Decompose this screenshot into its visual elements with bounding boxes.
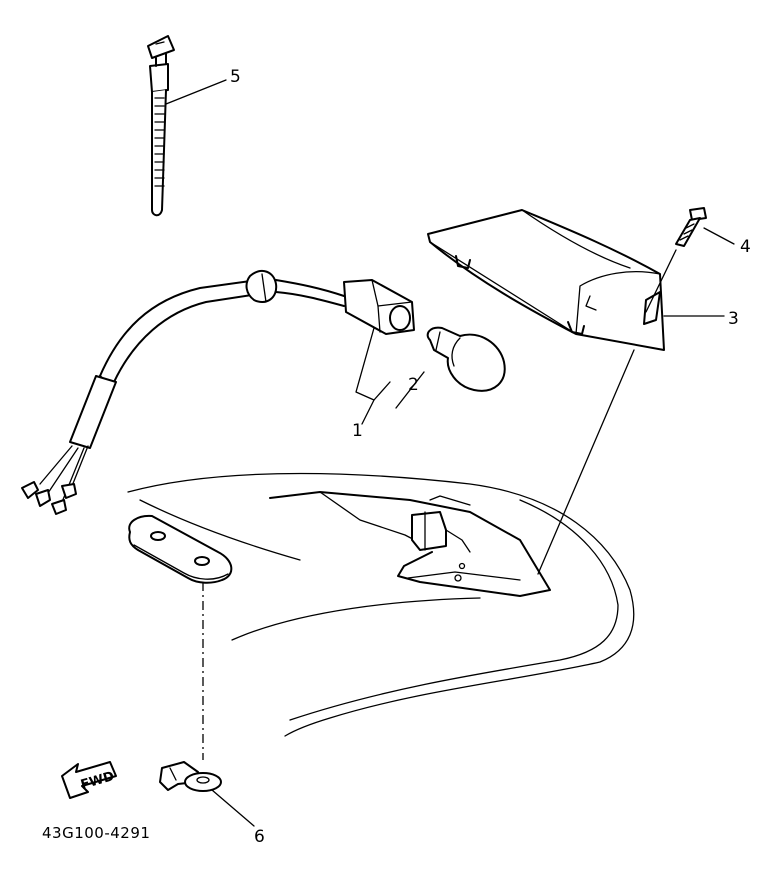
callout-6: 6 bbox=[254, 827, 265, 847]
callout-2: 2 bbox=[408, 375, 419, 395]
cable-tie-part bbox=[147, 35, 175, 217]
callout-5: 5 bbox=[230, 67, 241, 87]
fwd-arrow-icon: FWD bbox=[61, 761, 117, 799]
screw-to-lens-leader bbox=[645, 249, 677, 313]
lens-cover-part bbox=[427, 209, 665, 351]
lens-to-recess-leader bbox=[537, 349, 635, 575]
callout-1-leader bbox=[361, 399, 375, 425]
clip-washer-part bbox=[159, 761, 222, 792]
callout-6-leader bbox=[211, 789, 255, 827]
callout-1-bracket bbox=[355, 327, 391, 401]
rear-fender-body bbox=[127, 472, 635, 737]
callout-3: 3 bbox=[728, 309, 739, 329]
mounting-pad bbox=[128, 514, 233, 584]
callout-4-leader bbox=[703, 227, 735, 245]
wire-harness-part bbox=[21, 269, 415, 515]
diagram-code: 43G100-4291 bbox=[42, 824, 150, 842]
callout-1: 1 bbox=[352, 421, 363, 441]
callout-5-leader bbox=[165, 79, 227, 105]
callout-4: 4 bbox=[740, 237, 751, 257]
bulb-part bbox=[426, 326, 506, 392]
screw-part bbox=[675, 207, 707, 247]
callout-2-leader bbox=[395, 371, 425, 409]
